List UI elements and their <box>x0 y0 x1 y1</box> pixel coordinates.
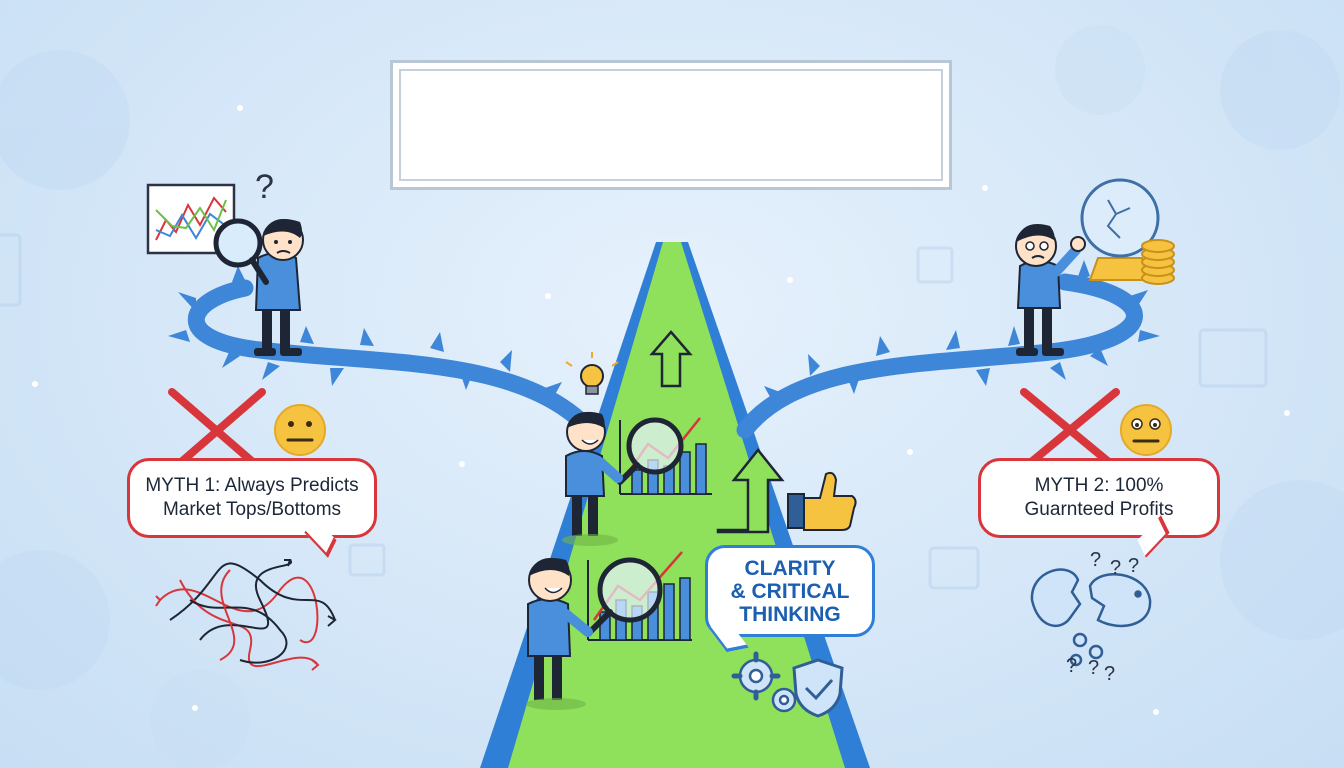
cross-mark-left <box>168 388 266 474</box>
myth-2-bubble: MYTH 2: 100% Guarnteed Profits <box>978 458 1220 538</box>
analyst-lower <box>526 551 692 710</box>
up-arrow-icon <box>649 330 693 388</box>
coin-stack-icon <box>1141 239 1175 285</box>
myth-2-line-2: Guarnteed Profits <box>1024 499 1174 520</box>
worried-face-icon <box>1120 404 1172 456</box>
question-marks-icon: ??? ??? <box>1066 549 1139 685</box>
gears-icon <box>731 651 797 713</box>
svg-text:?: ? <box>1128 555 1139 577</box>
tangled-arrows-icon <box>155 559 337 671</box>
background-decor <box>0 25 1344 768</box>
worried-person-right <box>1015 224 1086 356</box>
neutral-face-icon <box>274 404 326 456</box>
confused-person-left <box>213 218 304 356</box>
myth-1-line-2: Market Tops/Bottoms <box>162 499 342 520</box>
myth-1-line-1: MYTH 1: Always Predicts <box>145 475 359 496</box>
title-box <box>390 60 952 190</box>
svg-text:?: ? <box>1110 557 1121 579</box>
svg-text:?: ? <box>1090 549 1101 571</box>
clarity-bubble: CLARITY & CRITICAL THINKING <box>705 545 875 637</box>
cross-mark-right <box>1020 388 1120 472</box>
svg-text:?: ? <box>1104 663 1115 685</box>
svg-text:?: ? <box>1088 657 1099 679</box>
thorny-path-right <box>736 260 1160 439</box>
thorny-path-left <box>168 266 599 439</box>
analyst-upper <box>562 411 712 546</box>
question-icon: ? <box>255 168 274 206</box>
myth-1-bubble: MYTH 1: Always Predicts Market Tops/Bott… <box>127 458 377 538</box>
sparkle-dots <box>32 105 1290 715</box>
myth-2-line-1: MYTH 2: 100% <box>1034 475 1164 496</box>
thumbs-up-icon <box>787 471 857 531</box>
shield-check-icon <box>792 658 844 718</box>
growth-arrow-icon <box>716 447 785 534</box>
broken-piggy-bank-icon <box>1030 568 1152 667</box>
lightbulb-icon <box>565 352 619 395</box>
clarity-line-1: CLARITY <box>744 556 836 580</box>
clarity-line-2: & CRITICAL <box>730 579 850 603</box>
svg-text:?: ? <box>1066 655 1077 677</box>
clarity-line-3: THINKING <box>739 602 841 626</box>
